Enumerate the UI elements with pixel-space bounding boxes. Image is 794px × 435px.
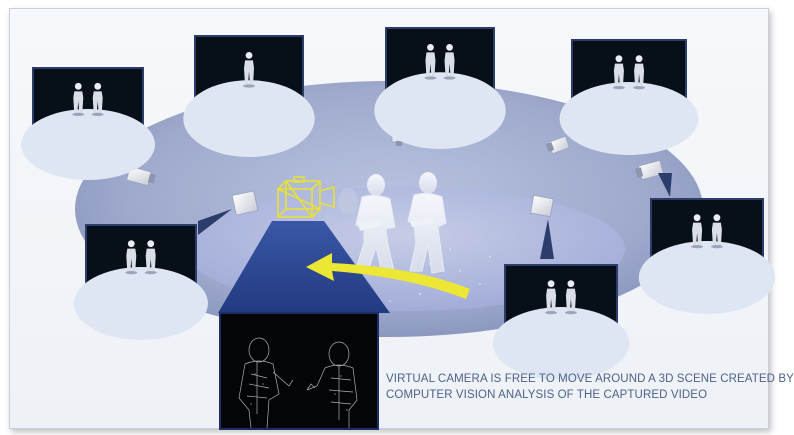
camera-view-6: [74, 224, 208, 340]
thumbnail-stage-dome: [638, 241, 776, 314]
camera-view-2: [183, 35, 315, 157]
thumbnail-figure: [545, 280, 558, 315]
wireframe-camera-icon: [277, 176, 335, 218]
thumbnail-figure: [443, 44, 456, 80]
camera-view-7: [492, 264, 630, 380]
thumbnail-figure: [91, 82, 104, 116]
thumbnail-figure: [612, 55, 625, 90]
camera-view-3: [374, 27, 506, 149]
security-camera-icon: [126, 165, 156, 187]
thumbnail-stage-dome: [374, 72, 506, 149]
security-camera-icon: [635, 159, 664, 181]
security-camera-icon: [530, 194, 554, 218]
caption-line-1: VIRTUAL CAMERA IS FREE TO MOVE AROUND A …: [386, 373, 794, 385]
camera-view-5: [638, 198, 776, 314]
thumbnail-figure: [564, 280, 577, 315]
thumbnail-figure: [243, 52, 255, 88]
virtual-camera-output-view: [219, 312, 379, 430]
wireframe-figures: [238, 337, 358, 429]
diagram-frame: VIRTUAL CAMERA IS FREE TO MOVE AROUND A …: [9, 8, 794, 430]
security-camera-icon: [545, 135, 571, 155]
thumbnail-stage-dome: [74, 267, 208, 340]
virtual-camera-lens-glow: [338, 188, 358, 214]
security-camera-icon: [231, 190, 259, 216]
thumbnail-figure: [424, 44, 437, 80]
thumbnail-stage-dome: [492, 307, 630, 380]
thumbnail-stage-dome: [559, 82, 699, 155]
thumbnail-stage-dome: [21, 108, 155, 180]
caption-line-2: COMPUTER VISION ANALYSIS OF THE CAPTURED…: [386, 389, 708, 401]
thumbnail-figure: [633, 55, 646, 90]
thumbnail-figure: [144, 240, 157, 275]
camera-view-1: [21, 67, 155, 180]
virtual-camera-beam: [218, 221, 390, 313]
rotation-arrow: [306, 253, 470, 299]
diagram-caption: VIRTUAL CAMERA IS FREE TO MOVE AROUND A …: [386, 371, 794, 403]
scene-actor-left: [355, 174, 396, 274]
scene-actor-right: [407, 172, 447, 274]
thumbnail-stage-dome: [183, 80, 315, 157]
thumbnail-figure: [72, 82, 85, 116]
thumbnail-figure: [710, 214, 723, 249]
thumbnail-figure: [125, 240, 138, 275]
thumbnail-figure: [691, 214, 704, 249]
camera-view-4: [559, 39, 699, 155]
